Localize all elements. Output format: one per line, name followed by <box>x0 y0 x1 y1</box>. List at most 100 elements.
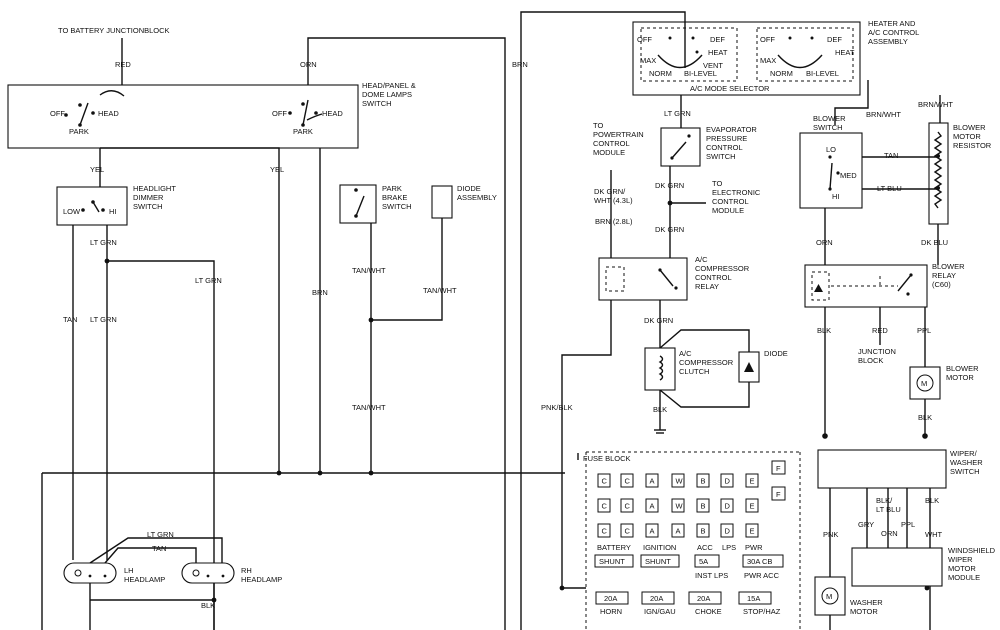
fuse-cavity-letter: A <box>650 527 655 536</box>
washer-motor: M <box>814 576 846 616</box>
fuse-cavity-letter: D <box>725 502 731 511</box>
wire-label-brn-1: BRN <box>312 288 328 297</box>
battery-junction-label: TO BATTERY JUNCTIONBLOCK <box>58 26 170 35</box>
wire-label-tan-1: TAN <box>63 315 77 324</box>
label-heat-1: HEAT <box>708 48 728 57</box>
fuse-cavity <box>671 498 685 513</box>
wire-label-ppl-2: PPL <box>901 520 915 529</box>
fuse-group-name: LPS <box>722 543 736 552</box>
label-norm-1: NORM <box>649 69 672 78</box>
fuse-name: CHOKE <box>695 607 722 616</box>
label-park-1: PARK <box>69 127 89 136</box>
wire-label-dk-blu: DK BLU <box>921 238 948 247</box>
label-hi: HI <box>109 207 117 216</box>
fuse-name: HORN <box>600 607 622 616</box>
wire-label-tan-wht-3: TAN/WHT <box>352 403 386 412</box>
label-max-2: MAX <box>760 56 776 65</box>
fuse-cavity-letter: C <box>602 477 608 486</box>
label-head-2: HEAD <box>322 109 343 118</box>
mode-selector-label: A/C MODE SELECTOR <box>690 84 770 93</box>
evaporator-pressure-switch <box>660 127 701 167</box>
label-def-2: DEF <box>827 35 842 44</box>
label-bi-level-2: BI-LEVEL <box>806 69 839 78</box>
ac-compressor-relay <box>598 257 688 301</box>
fuse-cavity <box>597 498 611 513</box>
wire-label-brn-28: BRN (2.8L) <box>595 217 633 226</box>
blower-motor-symbol: M <box>921 379 927 388</box>
fuse-cavity <box>745 498 759 513</box>
wire-label-ppl: PPL <box>917 326 931 335</box>
label-head-1: HEAD <box>98 109 119 118</box>
shunt-label: 30A CB <box>747 557 772 566</box>
fuse-cavity-letter: E <box>750 527 755 536</box>
shunt-box <box>694 554 720 568</box>
fuse-block-label: FUSE BLOCK <box>583 454 631 463</box>
fuse-cavity-letter: A <box>650 477 655 486</box>
fuse-rating: 20A <box>650 594 663 603</box>
fuse-cavity <box>645 523 659 538</box>
wire-label-tan-wht-1: TAN/WHT <box>352 266 386 275</box>
fuse-cavity-letter: D <box>725 527 731 536</box>
fuse-rating: 15A <box>747 594 760 603</box>
shunt-label: 5A <box>699 557 708 566</box>
wire-label-dk-grn-2: DK GRN <box>655 225 684 234</box>
shunt-box <box>742 554 784 568</box>
fuse-cavity <box>620 473 634 488</box>
label-norm-2: NORM <box>770 69 793 78</box>
label-low: LOW <box>63 207 81 216</box>
wire-label-blk-1: BLK <box>201 601 215 610</box>
shunt-label: SHUNT <box>645 557 671 566</box>
shunt-name: INST LPS <box>695 571 728 580</box>
park-brake-switch <box>339 184 377 224</box>
fuse-cavity <box>620 498 634 513</box>
fuse-rating: 20A <box>604 594 617 603</box>
fuse-group-name: BATTERY <box>597 543 631 552</box>
wire-label-brn-2: BRN <box>512 60 528 69</box>
fuse-name: IGN/GAU <box>644 607 676 616</box>
label-heat-2: HEAT <box>835 48 855 57</box>
wire-label-tan-3: TAN <box>884 151 898 160</box>
fuse-cavity <box>671 473 685 488</box>
label-off-3: OFF <box>637 35 652 44</box>
fuse-cavity-letter: A <box>676 527 681 536</box>
fuse-box <box>641 591 675 605</box>
fuse-cavity <box>745 473 759 488</box>
fuse-cavity-letter: W <box>676 502 684 511</box>
fuse-cavity <box>671 523 685 538</box>
wire-label-wht: WHT <box>925 530 942 539</box>
diode-assembly <box>431 185 453 219</box>
label-med: MED <box>840 171 857 180</box>
fuse-cavity <box>720 498 734 513</box>
wire-label-brn-wht-1: BRN/WHT <box>866 110 901 119</box>
headlamp-switch-right: OFF HEAD PARK <box>272 99 343 136</box>
blower-motor: M <box>909 366 941 400</box>
fuse-cavity-letter: E <box>750 477 755 486</box>
fuse-cavity-letter: W <box>676 477 684 486</box>
fuse-cavity <box>645 498 659 513</box>
fuse-cavity-letter: B <box>701 527 706 536</box>
fuse-f-letter: F <box>776 464 781 473</box>
wire-label-lt-grn-1: LT GRN <box>90 238 117 247</box>
label-lo: LO <box>826 145 836 154</box>
wire-label-dk-grn-1: DK GRN <box>655 181 684 190</box>
wire-label-lt-grn-4: LT GRN <box>147 530 174 539</box>
wire-label-lt-grn-3: LT GRN <box>90 315 117 324</box>
fuse-cavity-letter: C <box>625 502 631 511</box>
wire-label-dk-grn-wht-43: DK GRN/WHT (4.3L) <box>594 187 633 205</box>
